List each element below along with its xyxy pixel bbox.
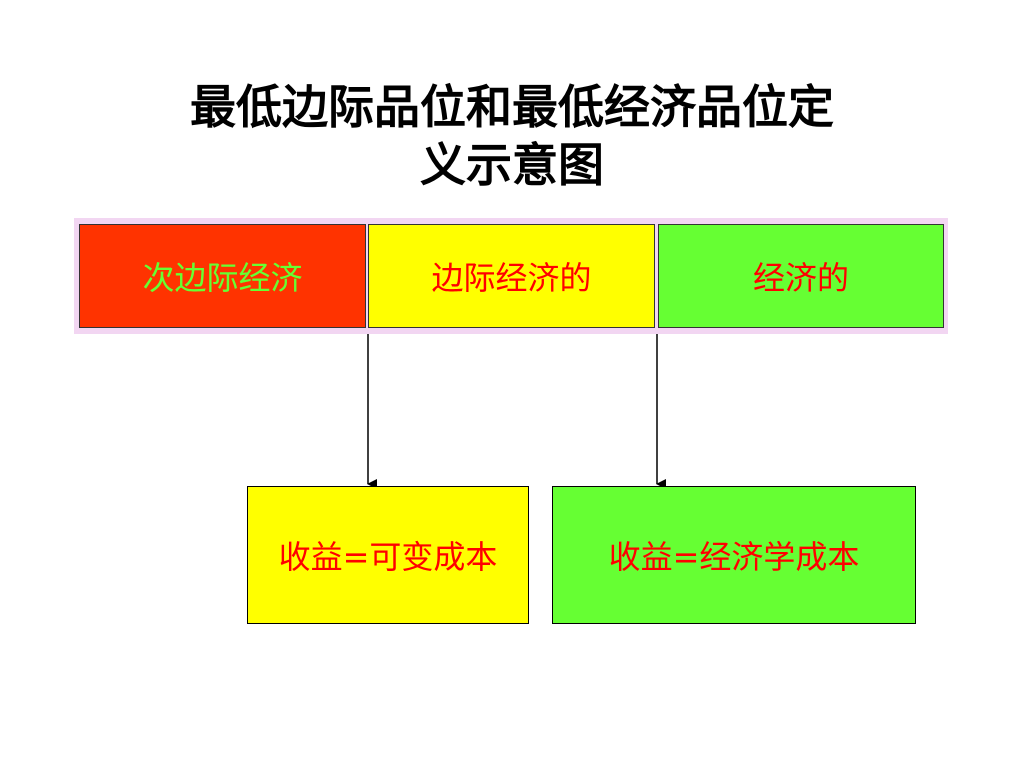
diagram-title: 最低边际品位和最低经济品位定 义示意图 [60, 78, 964, 194]
title-line-2: 义示意图 [420, 138, 604, 192]
category-economic: 经济的 [658, 224, 944, 328]
category-band: 次边际经济 边际经济的 经济的 [74, 218, 948, 334]
title-line-1: 最低边际品位和最低经济品位定 [190, 80, 834, 134]
box-revenue-equals-variable-cost: 收益=可变成本 [247, 486, 529, 624]
category-marginal-economic: 边际经济的 [368, 224, 655, 328]
category-subeconomic: 次边际经济 [79, 224, 366, 328]
box-revenue-equals-economic-cost: 收益=经济学成本 [552, 486, 916, 624]
